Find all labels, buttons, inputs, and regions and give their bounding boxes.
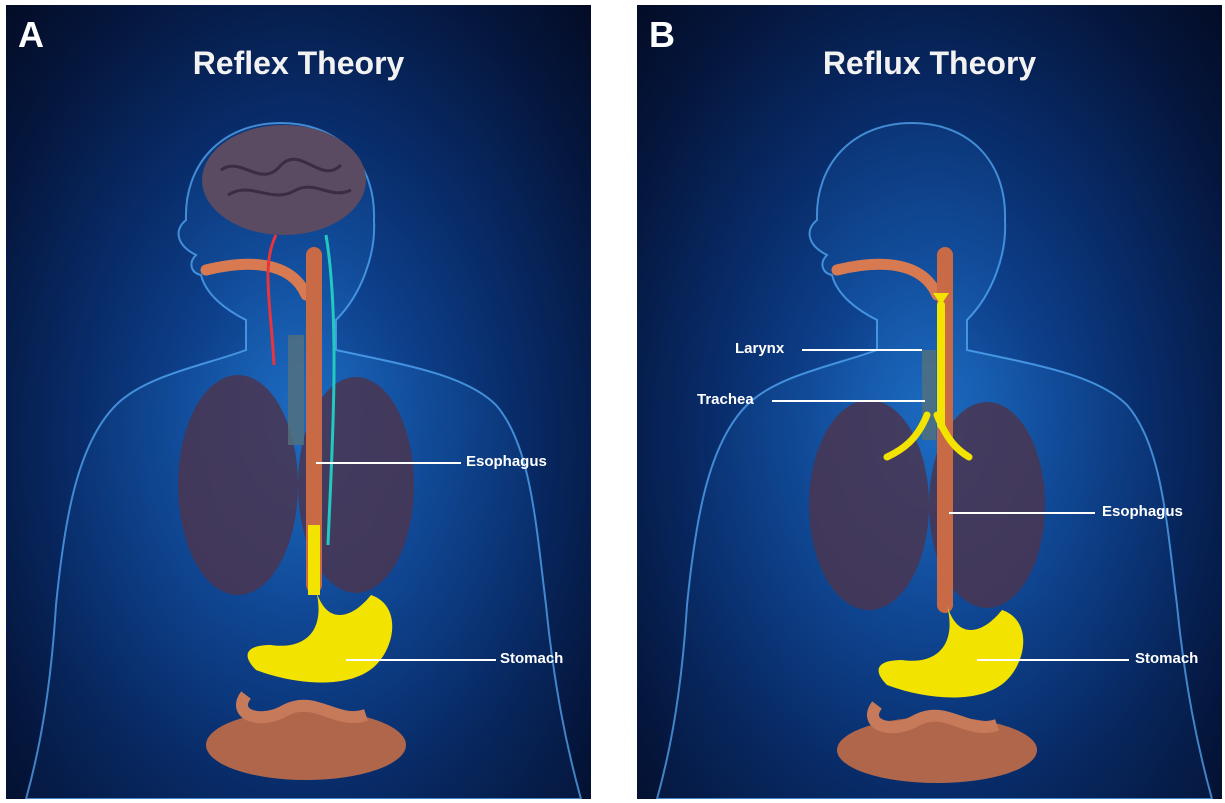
label-larynx: Larynx [735, 340, 784, 358]
panel-reflux-theory: B Reflux Theory Larynx Trachea Esophagus… [637, 5, 1222, 799]
intestines [837, 717, 1037, 783]
left-lung [178, 375, 298, 595]
reflex-anatomy-illustration [6, 5, 591, 799]
label-esophagus: Esophagus [1102, 503, 1183, 521]
trachea [288, 335, 304, 445]
label-stomach: Stomach [1135, 650, 1198, 668]
intestines [206, 710, 406, 780]
label-trachea: Trachea [697, 391, 754, 409]
panel-reflex-theory: A Reflex Theory Esophagus Stomach [6, 5, 591, 799]
label-stomach: Stomach [500, 650, 563, 668]
panel-title-reflex: Reflex Theory [6, 43, 591, 83]
brain [202, 125, 366, 235]
left-lung [809, 400, 929, 610]
label-esophagus: Esophagus [466, 453, 547, 471]
body-silhouette [657, 123, 1212, 799]
panel-title-reflux: Reflux Theory [637, 43, 1222, 83]
